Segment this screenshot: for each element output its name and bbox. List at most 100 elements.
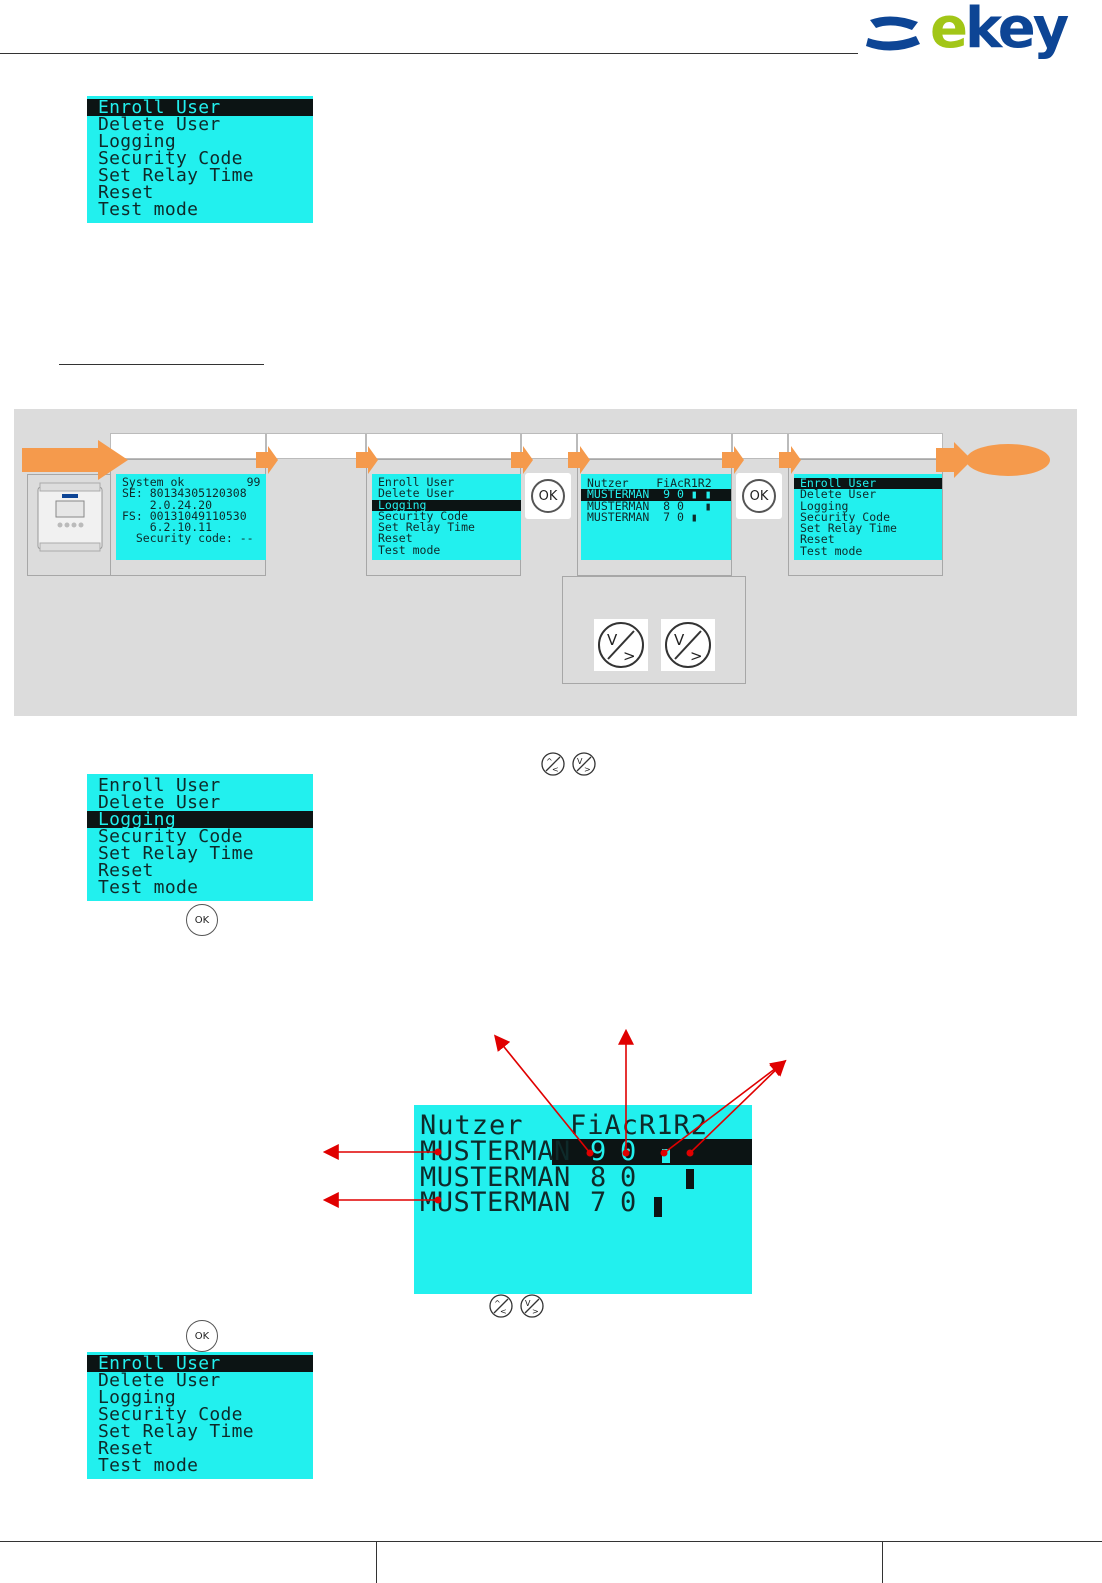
flow-ok-button-1[interactable]: OK (525, 473, 571, 519)
down-right-nav-icon: V > (665, 622, 711, 668)
svg-text:>: > (532, 1307, 539, 1316)
lcd-line: Delete User (378, 486, 455, 501)
annotation-arrow-r2 (689, 1059, 787, 1154)
lcd-line: Delete User (800, 487, 877, 502)
flow-arrow-icon (356, 446, 378, 474)
footer-divider-2 (882, 1541, 883, 1583)
end-oval-icon (966, 444, 1050, 476)
lcd-line: Logging (87, 811, 313, 829)
lcd-line: SE: 80134305120308 (122, 486, 247, 501)
annotation-arrow-fi (493, 1034, 591, 1154)
flow-strip-6 (732, 433, 788, 459)
lcd-line: Enroll User (98, 775, 221, 796)
lcd-line: Test mode (98, 877, 199, 898)
flow-arrows (22, 440, 1050, 480)
lcd-line: Enroll User (87, 1355, 313, 1373)
lcd-line: 2.0.24.20 (122, 497, 213, 512)
ekey-logo: ekey (862, 0, 1092, 61)
svg-text:^: ^ (546, 757, 553, 766)
lcd-line: Reset (98, 860, 154, 881)
lcd-line: Enroll User (794, 477, 942, 490)
lcd-line: Enroll User (378, 475, 455, 489)
lcd-line: MUSTERMAN 9 0 ▮ ▮ (581, 488, 731, 501)
flow-arrow-icon (779, 446, 801, 474)
lcd-line: Delete User (98, 792, 221, 813)
lcd-line: Reset (800, 532, 835, 547)
flow-nav-button-2[interactable]: V > (661, 619, 715, 671)
lcd-line: Security Code (98, 826, 243, 847)
flow-strip-4 (521, 433, 577, 459)
lcd-line: 6.2.10.11 (122, 520, 213, 535)
flow-arrow-icon (936, 442, 972, 478)
flow-strip-5 (577, 433, 732, 459)
lcd-line: Test mode (98, 1455, 199, 1476)
lcd-line: Enroll User (87, 99, 313, 117)
ok-icon: OK (531, 479, 565, 513)
svg-text:V: V (577, 757, 583, 766)
lcd-line: Security Code (800, 509, 891, 524)
lcd-line: FS: 00131049110530 (122, 508, 247, 523)
ekey-logo-mark-icon (866, 16, 920, 51)
lcd-line: Security Code (98, 1404, 243, 1425)
lcd-line: Test mode (98, 199, 199, 220)
log-row-3-ac: 0 (620, 1187, 637, 1218)
log-row-3-r1-bar (654, 1197, 662, 1217)
lcd-line: Delete User (98, 114, 221, 135)
svg-text:<: < (552, 765, 559, 774)
ekey-logo-text: ekey (930, 0, 1069, 61)
log-row-1-r1-bar (662, 1149, 670, 1163)
log-row-1-fi: 9 (590, 1136, 607, 1167)
lcd-line: Set Relay Time (378, 520, 475, 535)
log-row-1-name: MUSTERMAN (420, 1136, 571, 1167)
lcd-line: Security Code (98, 148, 243, 169)
log-screen-large: Nutzer FiAcR1R2 MUSTERMAN 9 0 MUSTERMAN … (414, 1105, 752, 1294)
nav-icons-inline-2: ^ < V > (489, 1294, 544, 1318)
lcd-line: Logging (98, 131, 176, 152)
ok-button-icon: OK (186, 904, 218, 936)
flow-diagram (14, 409, 1077, 716)
svg-text:>: > (690, 647, 703, 665)
flow-box-nav (562, 576, 746, 684)
lcd-line: Nutzer FiAcR1R2 (587, 476, 712, 490)
lcd-line: Set Relay Time (98, 1421, 254, 1442)
flow-ok-button-2[interactable]: OK (736, 473, 782, 519)
svg-text:^: ^ (494, 1299, 501, 1308)
lcd-line: Reset (98, 1438, 154, 1459)
flow-box-menu-final (788, 459, 943, 576)
log-header-right: FiAcR1R2 (570, 1110, 709, 1141)
lcd-line: Security Code (378, 508, 469, 523)
log-row-3-name: MUSTERMAN (420, 1187, 571, 1218)
log-row-2-r2-bar (686, 1169, 694, 1189)
controller-device-image (37, 482, 103, 552)
lcd-line: MUSTERMAN 7 0 ▮ (587, 509, 698, 524)
svg-text:>: > (584, 765, 591, 774)
flow-nav-button-1[interactable]: V > (594, 619, 648, 671)
log-row-2-ac: 0 (620, 1162, 637, 1193)
flow-arrow-icon (568, 446, 590, 474)
log-row-2-fi: 8 (590, 1162, 607, 1193)
annotation-arrows (322, 1028, 787, 1208)
lcd-line: MUSTERMAN 8 0 ▮ (587, 498, 712, 513)
lcd-line: Logging (98, 1387, 176, 1408)
flow-strip-2 (266, 433, 366, 459)
flow-strip-1 (110, 433, 266, 459)
svg-text:V: V (607, 631, 618, 649)
flow-arrow-icon (511, 446, 533, 474)
start-arrow-icon (22, 440, 128, 480)
svg-text:V: V (674, 631, 685, 649)
lcd-line: Set Relay Time (98, 165, 254, 186)
lcd-line: Reset (378, 531, 413, 546)
ok-icon: OK (742, 479, 776, 513)
log-row-highlight (552, 1139, 752, 1165)
annotation-arrow-r1 (663, 1060, 787, 1154)
flow-strip-3 (366, 433, 521, 459)
lcd-line: System ok 99 (122, 475, 261, 489)
lcd-line: Set Relay Time (98, 843, 254, 864)
ok-button-icon-2: OK (186, 1320, 218, 1352)
lcd-line: Test mode (378, 542, 441, 557)
